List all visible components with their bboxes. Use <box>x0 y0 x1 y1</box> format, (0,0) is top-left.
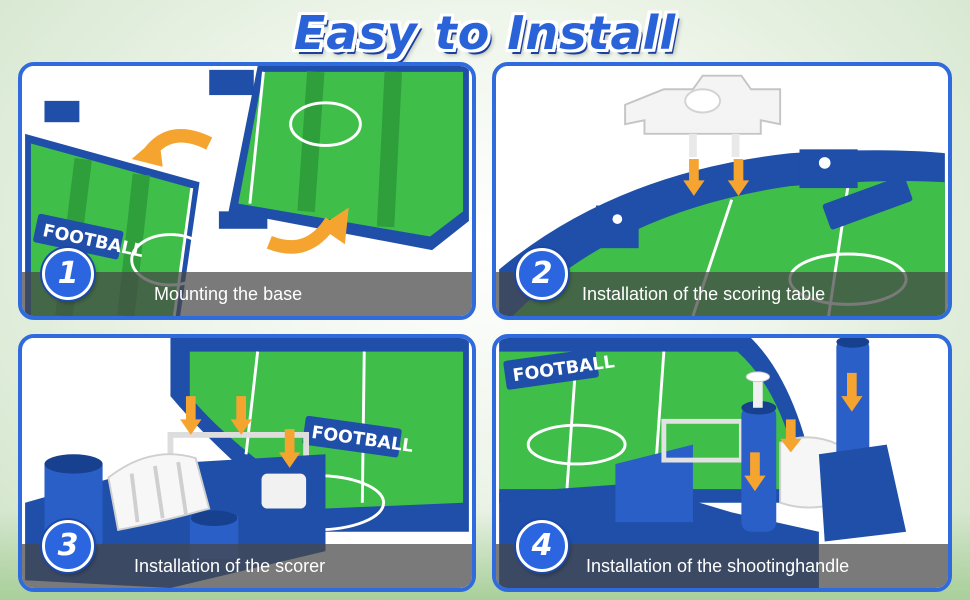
step-panel-1: FOOTBALL Mounting the base 1 <box>18 62 476 320</box>
step-caption: Installation of the scoring table <box>582 284 826 304</box>
caption-bar <box>22 544 472 588</box>
step-number-badge: 4 <box>516 520 568 572</box>
caption-bar <box>496 272 948 316</box>
scoring-board-part <box>624 74 782 158</box>
caption-bar <box>496 544 948 588</box>
step-number-badge: 1 <box>42 248 94 300</box>
step-panel-4: FOOTBALL Installation of the shootin <box>492 334 952 592</box>
step-panel-2: Installation of the scoring table 2 <box>492 62 952 320</box>
step-panel-3: FOOTBALL Installation of the scorer 3 <box>18 334 476 592</box>
step-number-badge: 2 <box>516 248 568 300</box>
caption-bar <box>22 272 472 316</box>
football-logo-2 <box>822 175 913 230</box>
step-caption: Installation of the scorer <box>134 556 326 576</box>
step-caption: Mounting the base <box>154 284 303 304</box>
scorer-part <box>107 453 211 531</box>
step-number-badge: 3 <box>42 520 94 572</box>
step-caption: Installation of the shootinghandle <box>586 556 850 576</box>
page-title: Easy to Install <box>293 6 677 60</box>
